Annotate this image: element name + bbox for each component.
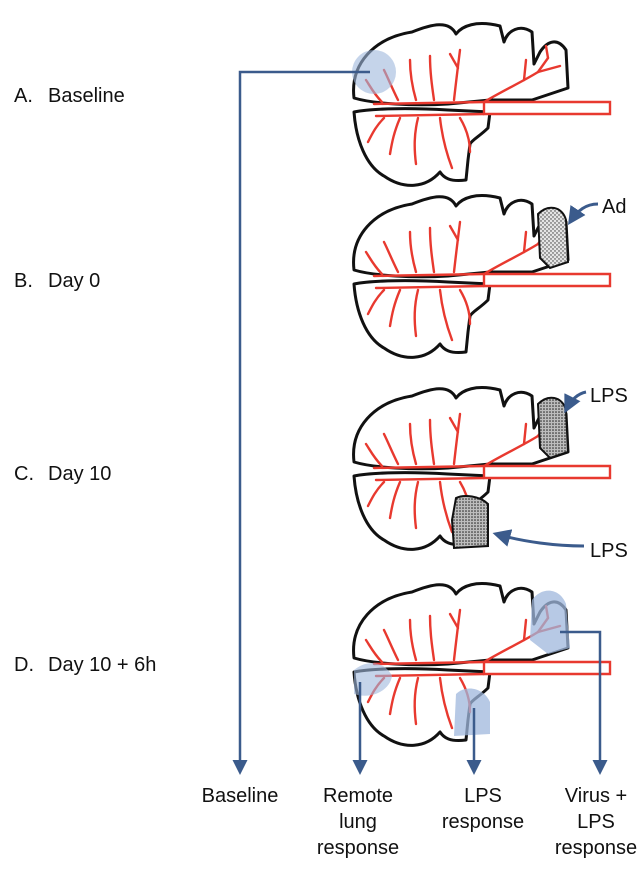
ad-infected-region — [538, 208, 568, 268]
outcome-baseline: Baseline — [192, 783, 288, 809]
outcome-line: response — [435, 809, 531, 835]
ad-arrow — [570, 204, 598, 222]
stage-text: Day 10 + 6h — [48, 654, 156, 676]
outcome-line: Virus + — [548, 783, 642, 809]
agent-label-lps-upper: LPS — [590, 384, 628, 408]
outcome-remote-lung: Remote lung response — [310, 783, 406, 861]
agent-label-lps-lower: LPS — [590, 539, 628, 563]
outcome-line: LPS — [548, 809, 642, 835]
stage-letter: A. — [14, 84, 48, 108]
lps-region-upper — [538, 398, 568, 458]
outcome-line: lung — [310, 809, 406, 835]
outcome-virus-lps: Virus + LPS response — [548, 783, 642, 861]
lps-response-highlight — [454, 688, 490, 736]
lung-baseline — [354, 24, 610, 186]
stage-letter: D. — [14, 653, 48, 677]
stage-letter: B. — [14, 269, 48, 293]
outcome-line: response — [310, 835, 406, 861]
stage-text: Baseline — [48, 85, 125, 107]
stage-text: Day 10 — [48, 463, 111, 485]
outcome-line: Baseline — [192, 783, 288, 809]
outcome-lps: LPS response — [435, 783, 531, 835]
outcome-line: LPS — [435, 783, 531, 809]
agent-label-ad: Ad — [602, 195, 626, 219]
virus-lps-connector — [560, 632, 600, 772]
lps-lower-arrow — [496, 534, 584, 546]
stage-letter: C. — [14, 462, 48, 486]
stage-label-a: A.Baseline — [14, 84, 125, 108]
outcome-line: response — [548, 835, 642, 861]
lps-upper-arrow — [566, 392, 586, 410]
stage-label-b: B.Day 0 — [14, 269, 100, 293]
virus-lps-highlight — [530, 591, 570, 654]
lps-region-lower — [452, 496, 488, 548]
outcome-line: Remote — [310, 783, 406, 809]
stage-text: Day 0 — [48, 270, 100, 292]
stage-label-d: D.Day 10 + 6h — [14, 653, 156, 677]
baseline-connector — [240, 72, 370, 772]
stage-label-c: C.Day 10 — [14, 462, 111, 486]
